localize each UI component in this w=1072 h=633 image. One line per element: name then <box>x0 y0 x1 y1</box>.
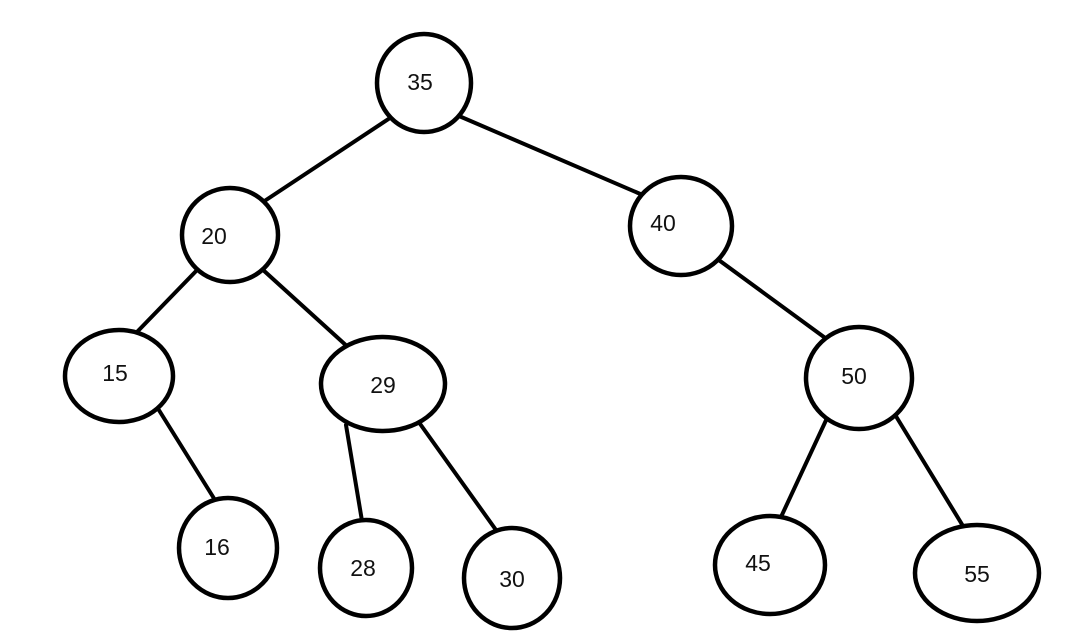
node-circle[interactable] <box>317 517 415 619</box>
tree-node[interactable]: 55 <box>912 522 1042 624</box>
tree-node[interactable]: 35 <box>374 31 474 135</box>
tree-edge <box>134 265 202 335</box>
tree-node[interactable]: 15 <box>62 327 176 425</box>
tree-edge <box>155 405 217 502</box>
node-circle[interactable] <box>374 31 474 135</box>
node-circle[interactable] <box>627 174 735 278</box>
node-circle[interactable] <box>318 334 448 434</box>
node-circle[interactable] <box>803 324 915 432</box>
tree-node[interactable]: 29 <box>318 334 448 434</box>
tree-edge <box>261 116 392 204</box>
tree-edge <box>344 423 364 523</box>
node-circle[interactable] <box>62 327 176 425</box>
tree-edge <box>714 256 830 342</box>
node-circle[interactable] <box>712 513 828 617</box>
tree-nodes: 35 20 40 15 29 50 16 28 30 45 55 <box>62 31 1042 631</box>
tree-edges <box>134 114 965 532</box>
node-circle[interactable] <box>461 525 563 631</box>
tree-edge <box>892 411 965 528</box>
node-circle[interactable] <box>176 495 280 601</box>
node-circle[interactable] <box>912 522 1042 624</box>
node-circle[interactable] <box>179 185 281 285</box>
tree-edge <box>779 414 830 519</box>
tree-node[interactable]: 45 <box>712 513 828 617</box>
tree-node[interactable]: 20 <box>179 185 281 285</box>
tree-node[interactable]: 28 <box>317 517 415 619</box>
tree-node[interactable]: 16 <box>176 495 280 601</box>
tree-edge <box>260 267 351 350</box>
tree-node[interactable]: 50 <box>803 324 915 432</box>
tree-edge <box>457 114 647 198</box>
tree-node[interactable]: 30 <box>461 525 563 631</box>
tree-node[interactable]: 40 <box>627 174 735 278</box>
tree-edge <box>416 419 498 532</box>
